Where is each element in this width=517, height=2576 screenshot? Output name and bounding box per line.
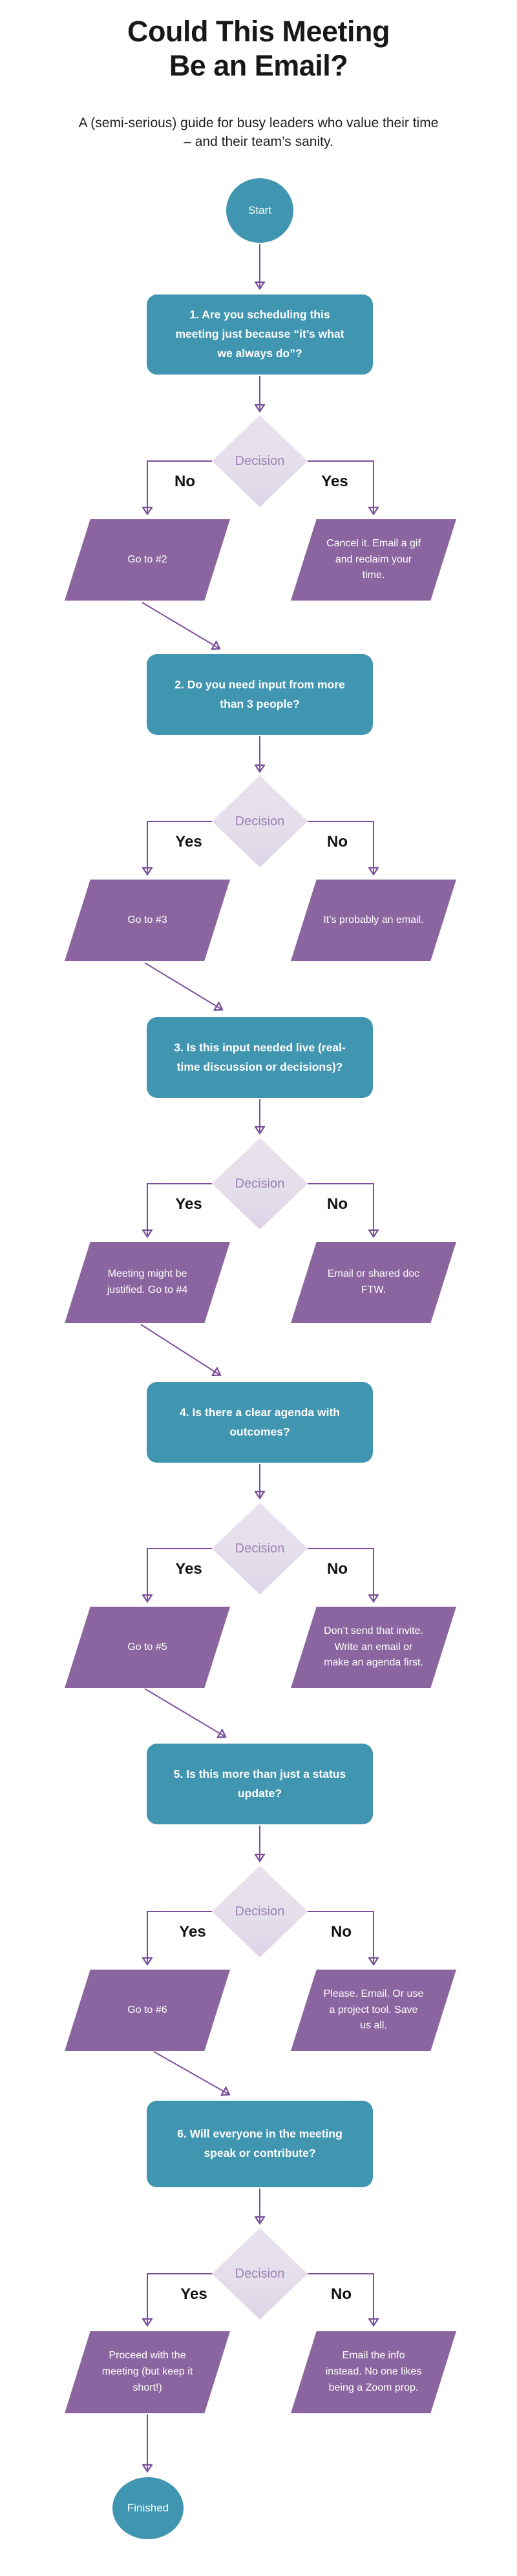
- decision-diamond-2-label: Decision: [235, 814, 285, 829]
- action-4-right: Don’t send that invite. Write an email o…: [291, 1607, 456, 1688]
- action-1-left: Go to #2: [65, 519, 230, 601]
- page-title: Could This Meeting Be an Email?: [0, 14, 517, 83]
- decision-diamond-5-label: Decision: [235, 1904, 285, 1919]
- branch-label-3-left: Yes: [175, 1195, 202, 1213]
- branch-label-6-right: No: [331, 2285, 352, 2303]
- branch-label-5-left: Yes: [179, 1923, 206, 1941]
- action-1-right: Cancel it. Email a gif and reclaim your …: [291, 519, 456, 601]
- decision-diamond-4-label: Decision: [235, 1541, 285, 1556]
- page-subtitle: A (semi-serious) guide for busy leaders …: [78, 116, 439, 150]
- question-box-6: 6. Will everyone in the meeting speak or…: [147, 2101, 373, 2187]
- action-6-left: Proceed with the meeting (but keep it sh…: [65, 2331, 230, 2413]
- page-title-line2: Be an Email?: [169, 49, 348, 83]
- start-node-label: Start: [248, 204, 271, 216]
- decision-diamond-6-label: Decision: [235, 2266, 285, 2281]
- question-box-4: 4. Is there a clear agenda with outcomes…: [147, 1382, 373, 1463]
- branch-label-1-right: Yes: [321, 473, 348, 490]
- decision-diamond-1-label: Decision: [235, 453, 285, 468]
- action-6-right: Email the info instead. No one likes bei…: [291, 2331, 456, 2413]
- branch-label-3-right: No: [327, 1195, 348, 1213]
- finish-node-label: Finished: [127, 2502, 169, 2514]
- branch-label-6-left: Yes: [180, 2285, 207, 2303]
- question-box-1: 1. Are you scheduling this meeting just …: [147, 294, 373, 375]
- action-4-left: Go to #5: [65, 1607, 230, 1688]
- question-box-5: 5. Is this more than just a status updat…: [147, 1744, 373, 1824]
- start-node: Start: [226, 178, 293, 243]
- finish-node: Finished: [112, 2477, 184, 2539]
- branch-label-2-right: No: [327, 833, 348, 850]
- action-3-right: Email or shared doc FTW.: [291, 1242, 456, 1323]
- branch-label-4-right: No: [327, 1560, 348, 1578]
- question-box-2: 2. Do you need input from more than 3 pe…: [147, 654, 373, 735]
- action-5-left: Go to #6: [65, 1970, 230, 2051]
- branch-label-4-left: Yes: [175, 1560, 202, 1578]
- branch-label-2-left: Yes: [175, 833, 202, 850]
- page-title-line1: Could This Meeting: [127, 15, 390, 48]
- action-2-right: It’s probably an email.: [291, 880, 456, 961]
- question-box-3: 3. Is this input needed live (real-time …: [147, 1017, 373, 1098]
- decision-diamond-3-label: Decision: [235, 1176, 285, 1191]
- action-5-right: Please. Email. Or use a project tool. Sa…: [291, 1970, 456, 2051]
- branch-label-5-right: No: [331, 1923, 352, 1941]
- branch-label-1-left: No: [174, 473, 195, 490]
- action-2-left: Go to #3: [65, 880, 230, 961]
- action-3-left: Meeting might be justified. Go to #4: [65, 1242, 230, 1323]
